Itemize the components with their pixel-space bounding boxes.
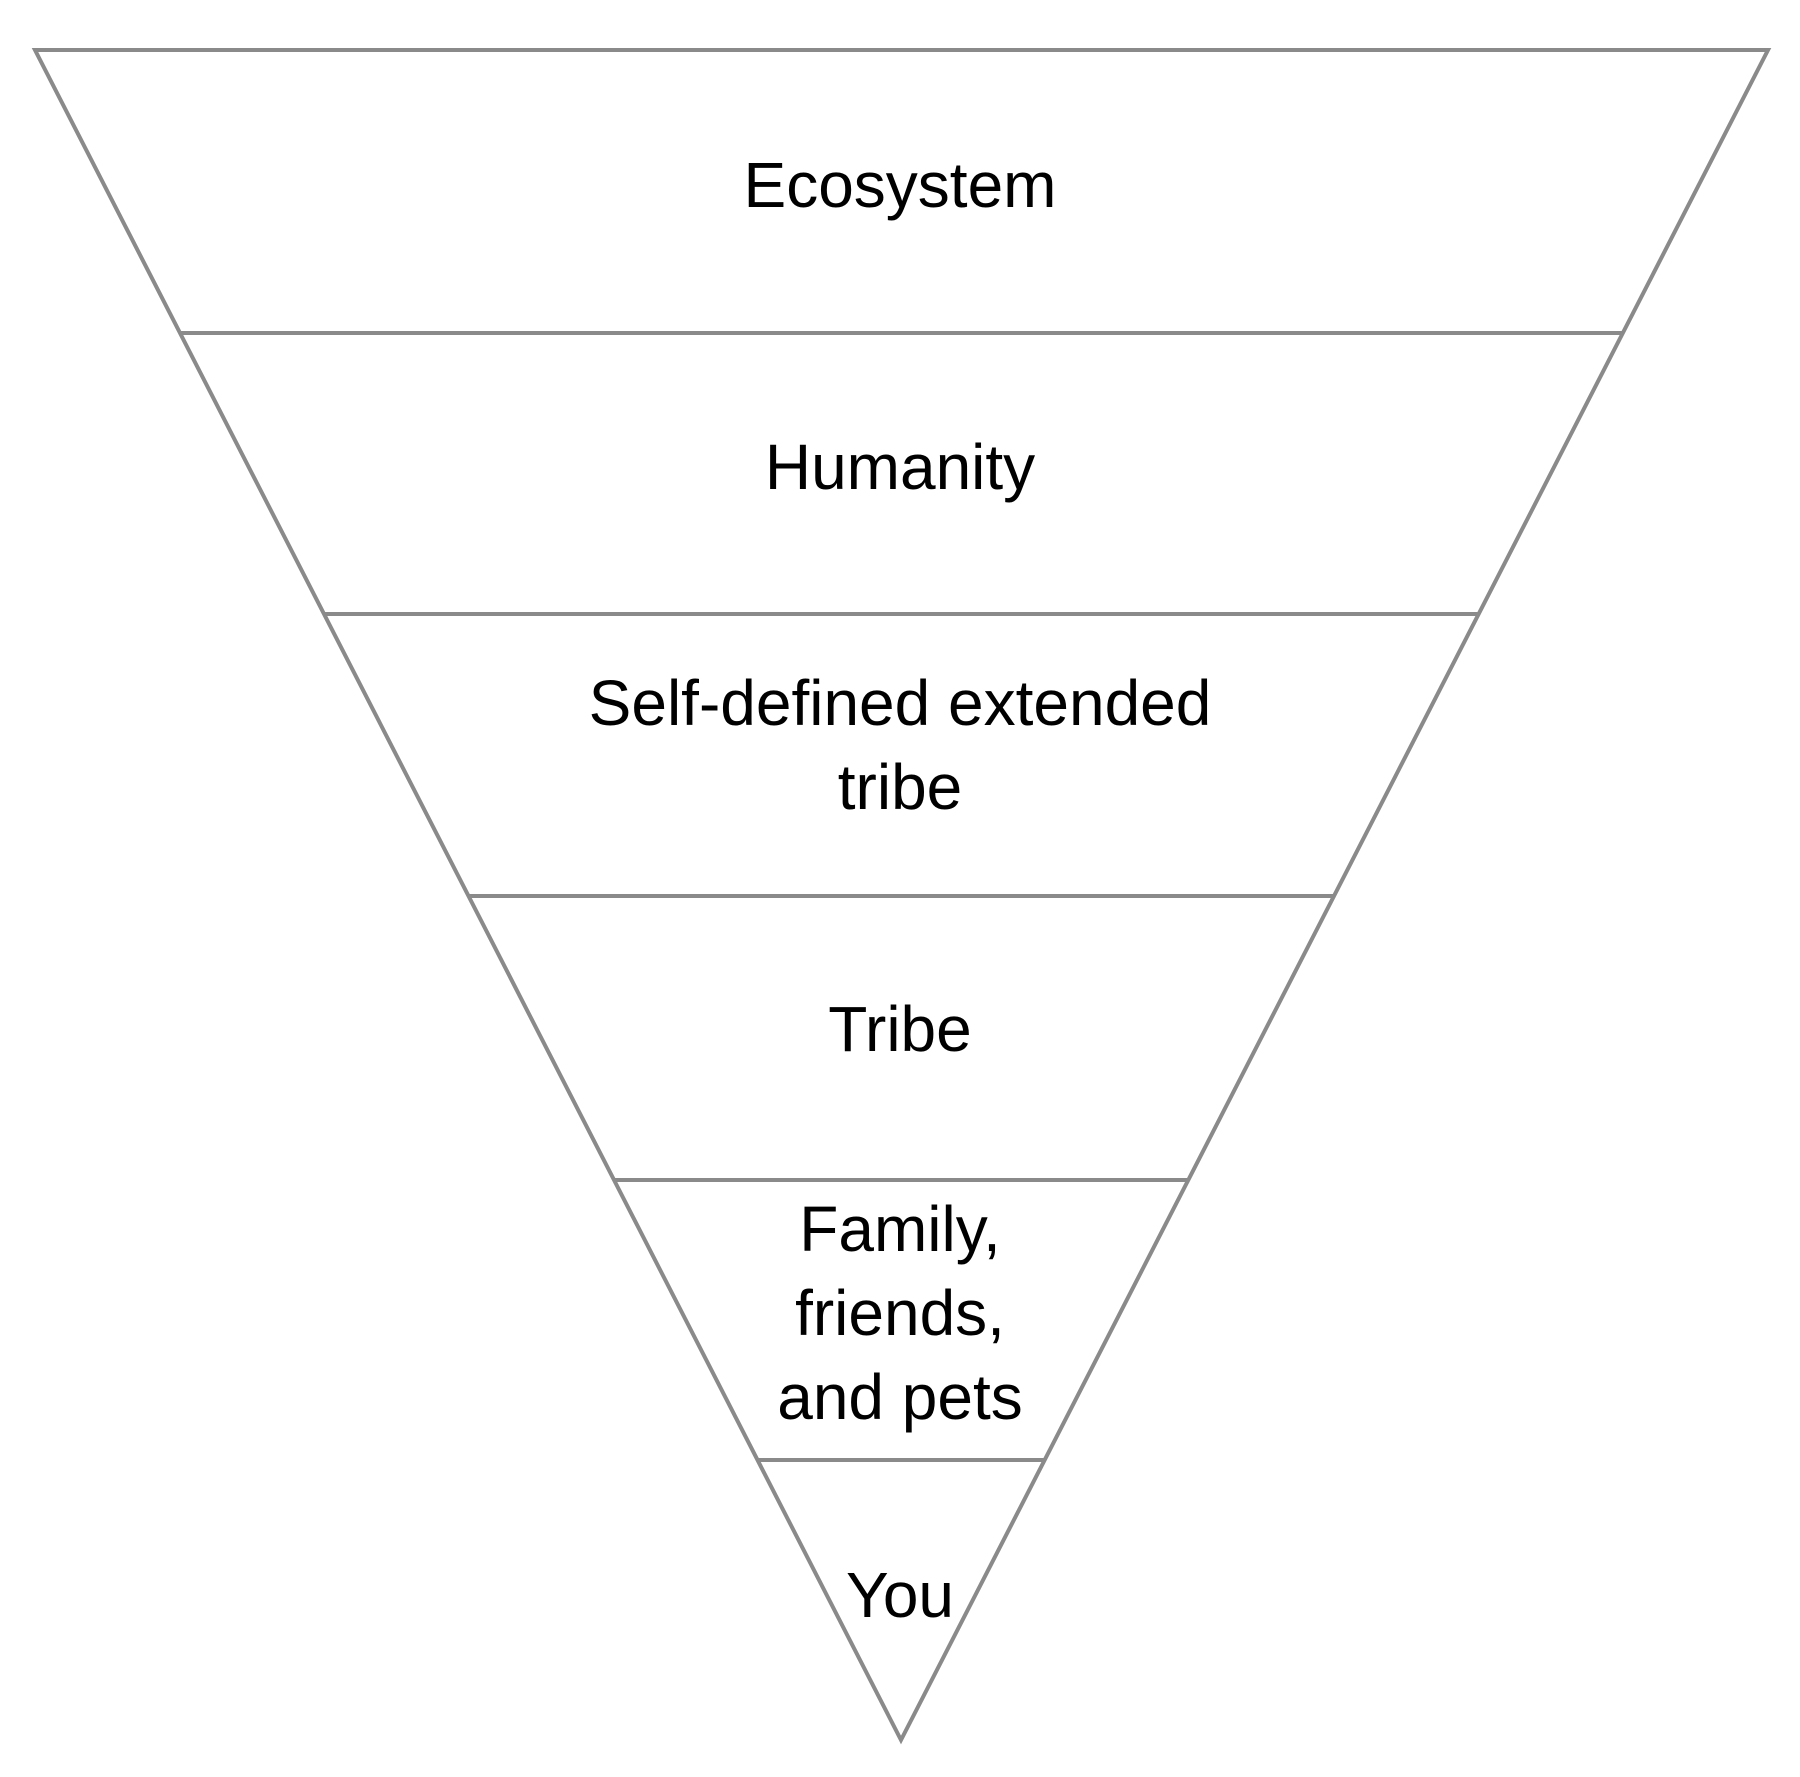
tier-label-line: and pets — [777, 1361, 1023, 1433]
tier-label-line: Family, — [799, 1193, 1000, 1265]
tier-label-line: tribe — [838, 751, 963, 823]
tier-label-6: You — [846, 1559, 954, 1631]
tier-label-2: Humanity — [765, 431, 1035, 503]
tier-label-line: friends, — [795, 1277, 1005, 1349]
tier-label-line: Self-defined extended — [589, 667, 1212, 739]
tier-label-1: Ecosystem — [744, 149, 1057, 221]
tier-label-line: You — [846, 1559, 954, 1631]
tier-dividers — [180, 331, 1623, 1462]
tier-label-line: Humanity — [765, 431, 1035, 503]
tier-label-line: Tribe — [828, 993, 971, 1065]
tier-label-3: Self-defined extended tribe — [589, 667, 1212, 823]
tier-label-4: Tribe — [828, 993, 971, 1065]
tier-label-line: Ecosystem — [744, 149, 1057, 221]
tier-label-5: Family, friends, and pets — [777, 1193, 1023, 1433]
